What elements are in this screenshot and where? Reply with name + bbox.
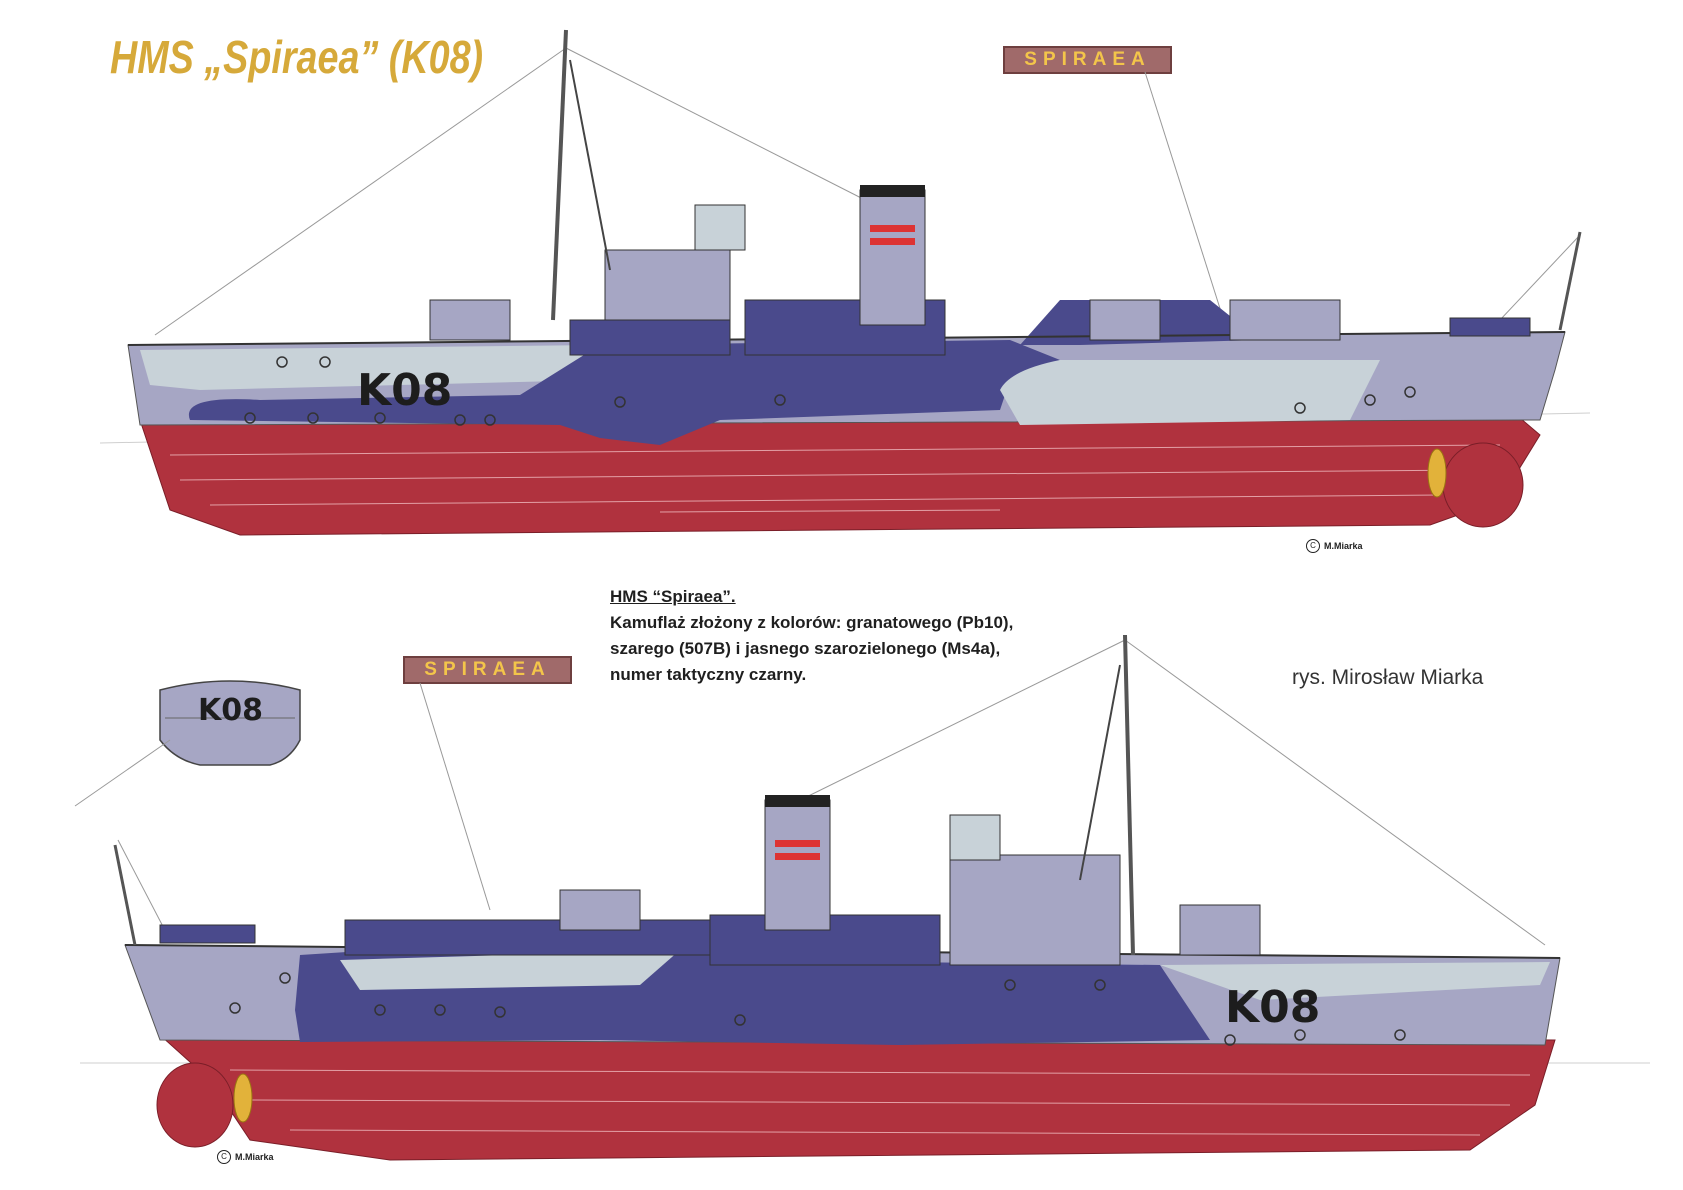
- bow-view: K08: [159, 680, 301, 766]
- top-rudder: [1442, 442, 1524, 528]
- bottom-gun-aft: [559, 889, 641, 931]
- bottom-portholes: [229, 972, 1406, 1046]
- top-hull-red: [139, 417, 1541, 536]
- top-ship: K08: [99, 29, 1591, 536]
- copyright-bottom: C M.Miarka: [217, 1150, 274, 1164]
- bottom-hull-plating: [229, 1069, 1531, 1136]
- top-mast: [551, 29, 568, 321]
- top-stern-rack: [1449, 317, 1531, 337]
- page-title: HMS „Spiraea” (K08): [110, 31, 484, 83]
- bottom-funnel-cap: [765, 795, 830, 807]
- bottom-funnel-band-1: [775, 840, 820, 847]
- bottom-hull-red: [158, 1034, 1556, 1161]
- bottom-bridge: [949, 854, 1121, 966]
- top-light-band: [140, 345, 600, 390]
- bottom-mast: [1123, 634, 1135, 956]
- copyright-icon: C: [1306, 539, 1320, 553]
- top-hull-plating: [169, 444, 1501, 513]
- caption-line-3: numer taktyczny czarny.: [610, 665, 807, 684]
- caption-line-2: szarego (507B) i jasnego szarozielonego …: [610, 639, 1001, 658]
- top-funnel-band-2: [870, 238, 915, 245]
- top-gun-fwd: [429, 299, 511, 341]
- hull-number-top: K08: [357, 365, 452, 416]
- bottom-rigging: [74, 639, 1546, 946]
- bottom-derrick: [1079, 664, 1121, 881]
- top-funnel-band-1: [870, 225, 915, 232]
- copyright-icon: C: [217, 1150, 231, 1164]
- bottom-jackstaff: [113, 844, 137, 946]
- top-derrick: [569, 59, 611, 271]
- top-camo-navy-1: [188, 340, 1060, 445]
- top-propeller: [1427, 448, 1447, 498]
- caption-line-1: Kamuflaż złożony z kolorów: granatowego …: [610, 613, 1014, 632]
- bottom-camo-light-2: [1160, 962, 1550, 1000]
- bottom-superstructure-1: [344, 919, 726, 956]
- caption-block: HMS “Spiraea”. Kamuflaż złożony z koloró…: [610, 584, 1013, 688]
- copyright-top: C M.Miarka: [1306, 539, 1363, 553]
- top-portholes: [244, 356, 1416, 426]
- copyright-bottom-text: M.Miarka: [235, 1152, 274, 1162]
- bottom-stern-rack: [159, 924, 256, 944]
- top-superstructure-1: [569, 319, 731, 356]
- top-gun-aft: [1089, 299, 1161, 341]
- top-rigging: [154, 47, 1581, 341]
- nameplate-top: SPIRAEA: [1003, 46, 1172, 74]
- top-jackstaff: [1558, 231, 1582, 331]
- bottom-bridge-top: [949, 814, 1001, 861]
- top-bridge-top: [694, 204, 746, 251]
- hull-number-bottom: K08: [1225, 982, 1320, 1033]
- top-camo-light-2: [1000, 360, 1380, 425]
- top-funnel: [859, 189, 926, 326]
- bottom-rudder: [156, 1062, 234, 1148]
- nameplate-bottom: SPIRAEA: [403, 656, 572, 684]
- bottom-gun-fwd: [1179, 904, 1261, 956]
- caption-title: HMS “Spiraea”.: [610, 587, 736, 606]
- bottom-funnel: [764, 799, 831, 931]
- top-bridge: [604, 249, 731, 321]
- bow-view-number: K08: [198, 693, 263, 728]
- bottom-ship: K08: [74, 634, 1650, 1161]
- bottom-camo-light: [340, 950, 680, 990]
- bottom-propeller: [233, 1073, 253, 1123]
- bottom-funnel-band-2: [775, 853, 820, 860]
- author-credit: rys. Mirosław Miarka: [1292, 666, 1484, 689]
- top-aft-structure: [1229, 299, 1341, 341]
- copyright-top-text: M.Miarka: [1324, 541, 1363, 551]
- top-funnel-cap: [860, 185, 925, 197]
